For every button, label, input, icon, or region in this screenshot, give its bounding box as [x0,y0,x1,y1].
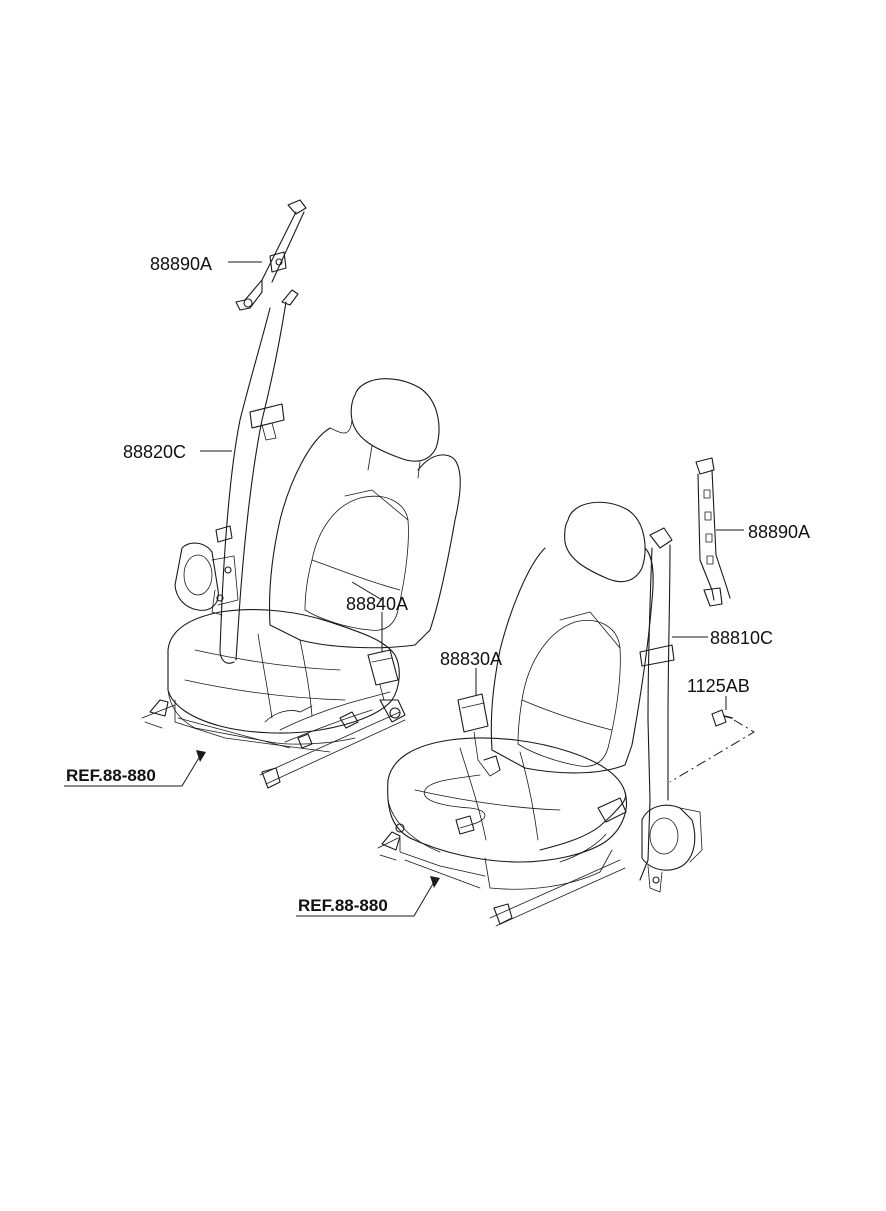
label-ref-left: REF.88-880 [66,766,156,785]
label-bolt: 1125AB [687,676,750,696]
right-belt-assembly-drawing [639,527,703,893]
left-belt-assembly-drawing [174,289,299,664]
leader-lines [64,261,755,917]
left-upper-anchor-drawing [235,199,307,311]
label-belt-assembly-left: 88820C [123,442,186,462]
bolt-drawing [711,709,733,727]
label-upper-anchor-right: 88890A [748,522,810,542]
label-buckle-left: 88840A [346,594,408,614]
label-upper-anchor-left: 88890A [150,254,212,274]
label-buckle-right: 88830A [440,649,502,669]
right-seat-drawing [377,501,654,927]
left-seat-drawing [141,378,461,789]
label-belt-assembly-right: 88810C [710,628,773,648]
right-upper-anchor-drawing [695,457,731,607]
label-ref-right: REF.88-880 [298,896,388,915]
